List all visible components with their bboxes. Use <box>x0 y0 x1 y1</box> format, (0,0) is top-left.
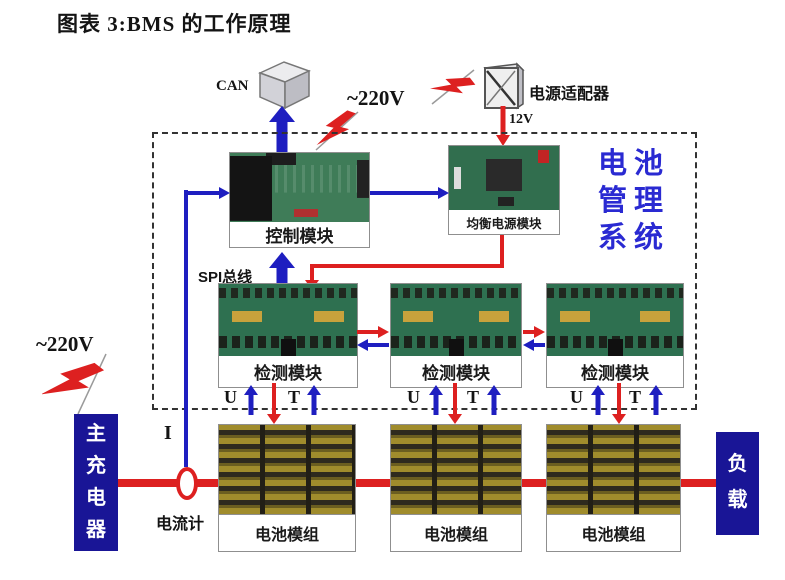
current-signal-line <box>184 190 188 467</box>
arrow-balance-down-1 <box>266 383 281 424</box>
arrow-voltage-up-1 <box>243 385 258 415</box>
battery-module-2: 电池模组 <box>390 424 522 552</box>
control-module-pcb-image <box>230 153 369 222</box>
battery-module-2-label: 电池模组 <box>391 515 521 551</box>
voltage-signal-label-2: U <box>407 387 420 407</box>
battery-module-1-cells-image <box>219 425 355 515</box>
bus-charger-to-batt1 <box>118 479 218 487</box>
arrow-det1-to-det2 <box>357 326 389 338</box>
lightning-icon-left <box>42 353 107 415</box>
temperature-signal-label-1: T <box>288 387 301 407</box>
detection-module-1-pcb-image <box>219 284 357 356</box>
balance-module-label: 均衡电源模块 <box>449 210 559 234</box>
control-module-label: 控制模块 <box>230 222 369 247</box>
ammeter-icon <box>176 467 198 500</box>
battery-module-1: 电池模组 <box>218 424 356 552</box>
red-line-horizontal <box>310 264 504 268</box>
bms-dashed-boundary <box>152 132 697 410</box>
can-bus-icon <box>258 61 311 110</box>
ammeter-label: 电流计 <box>156 516 205 533</box>
detection-module-3-pcb-image <box>547 284 683 356</box>
bms-name-line1: 电池 <box>598 148 671 180</box>
figure-title: 图表 3:BMS 的工作原理 <box>57 12 292 36</box>
arrow-voltage-up-2 <box>428 385 443 415</box>
red-line-balance-down <box>500 235 504 268</box>
detection-module-1-label: 检测模块 <box>219 356 357 387</box>
detection-module-2-label: 检测模块 <box>391 356 521 387</box>
temperature-signal-label-3: T <box>629 387 642 407</box>
adapter-label: 电源适配器 <box>529 86 610 103</box>
bus-batt1-to-batt2 <box>356 479 390 487</box>
voltage-signal-label-1: U <box>224 387 237 407</box>
mains-voltage-top: ~220V <box>347 86 405 110</box>
arrow-det2-to-det3 <box>523 326 545 338</box>
bus-batt2-to-batt3 <box>522 479 546 487</box>
load-box: 负载 <box>716 432 759 535</box>
battery-module-2-cells-image <box>391 425 521 515</box>
mains-voltage-left: ~220V <box>36 332 94 356</box>
battery-module-1-label: 电池模组 <box>219 515 355 551</box>
battery-module-3-cells-image <box>547 425 680 515</box>
detection-module-2-pcb-image <box>391 284 521 356</box>
can-label: CAN <box>216 78 249 94</box>
main-charger-box: 主充电器 <box>74 414 118 551</box>
arrow-feedback-into-control <box>186 186 230 199</box>
arrow-det3-to-det2 <box>523 339 545 351</box>
bms-system-name: 电池 管理 系统 <box>598 146 698 257</box>
arrow-temperature-up-2 <box>486 385 501 415</box>
detection-module-2: 检测模块 <box>390 283 522 388</box>
battery-module-3: 电池模组 <box>546 424 681 552</box>
bus-batt3-to-load <box>681 479 716 487</box>
temperature-signal-label-2: T <box>467 387 480 407</box>
adapter-output-label: 12V <box>509 112 534 127</box>
lightning-icon-top <box>430 69 476 105</box>
control-module: 控制模块 <box>229 152 370 248</box>
power-adapter-icon <box>483 62 525 110</box>
detection-module-3-label: 检测模块 <box>547 356 683 387</box>
spi-bus-label: SPI总线 <box>198 269 253 286</box>
arrow-temperature-up-3 <box>648 385 663 415</box>
arrow-control-to-balance <box>370 186 449 199</box>
arrow-temperature-up-1 <box>306 385 321 415</box>
arrow-voltage-up-3 <box>590 385 605 415</box>
lightning-icon-middle <box>315 110 359 151</box>
detection-module-3: 检测模块 <box>546 283 684 388</box>
bms-name-line3: 系统 <box>598 222 671 254</box>
voltage-signal-label-3: U <box>570 387 583 407</box>
battery-module-3-label: 电池模组 <box>547 515 680 551</box>
arrow-det2-to-det1 <box>357 339 389 351</box>
arrow-balance-down-3 <box>611 383 626 424</box>
arrow-balance-down-2 <box>447 383 462 424</box>
balance-module-pcb-image <box>449 146 559 210</box>
balance-power-module: 均衡电源模块 <box>448 145 560 235</box>
detection-module-1: 检测模块 <box>218 283 358 388</box>
bms-name-line2: 管理 <box>598 185 671 217</box>
current-symbol: I <box>164 422 172 444</box>
